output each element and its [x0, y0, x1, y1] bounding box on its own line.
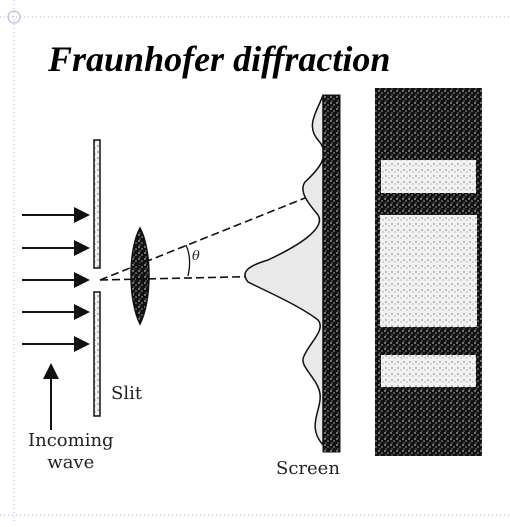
lens	[130, 226, 150, 326]
incoming-label-line1: Incoming	[28, 430, 114, 451]
screen-label: Screen	[276, 458, 340, 479]
theta-label: θ	[192, 249, 200, 264]
slit-barrier	[93, 139, 101, 417]
bright-band	[381, 160, 476, 193]
incoming-label-line2: wave	[47, 452, 95, 473]
intensity-profile	[244, 94, 325, 447]
slit-upper-plate	[93, 139, 101, 269]
bright-band	[381, 355, 476, 387]
diffraction-pattern	[375, 88, 482, 456]
page-title: Fraunhofer diffraction	[48, 39, 391, 79]
slit-label: Slit	[111, 383, 143, 404]
central-bright-band	[380, 215, 477, 327]
slit-lower-plate	[93, 291, 101, 417]
incoming-wave-arrows	[22, 207, 90, 430]
screen-bar	[322, 94, 341, 453]
incoming-wave-label: Incoming wave	[28, 430, 114, 474]
angled-ray	[99, 191, 321, 281]
theta-arc	[185, 244, 191, 277]
